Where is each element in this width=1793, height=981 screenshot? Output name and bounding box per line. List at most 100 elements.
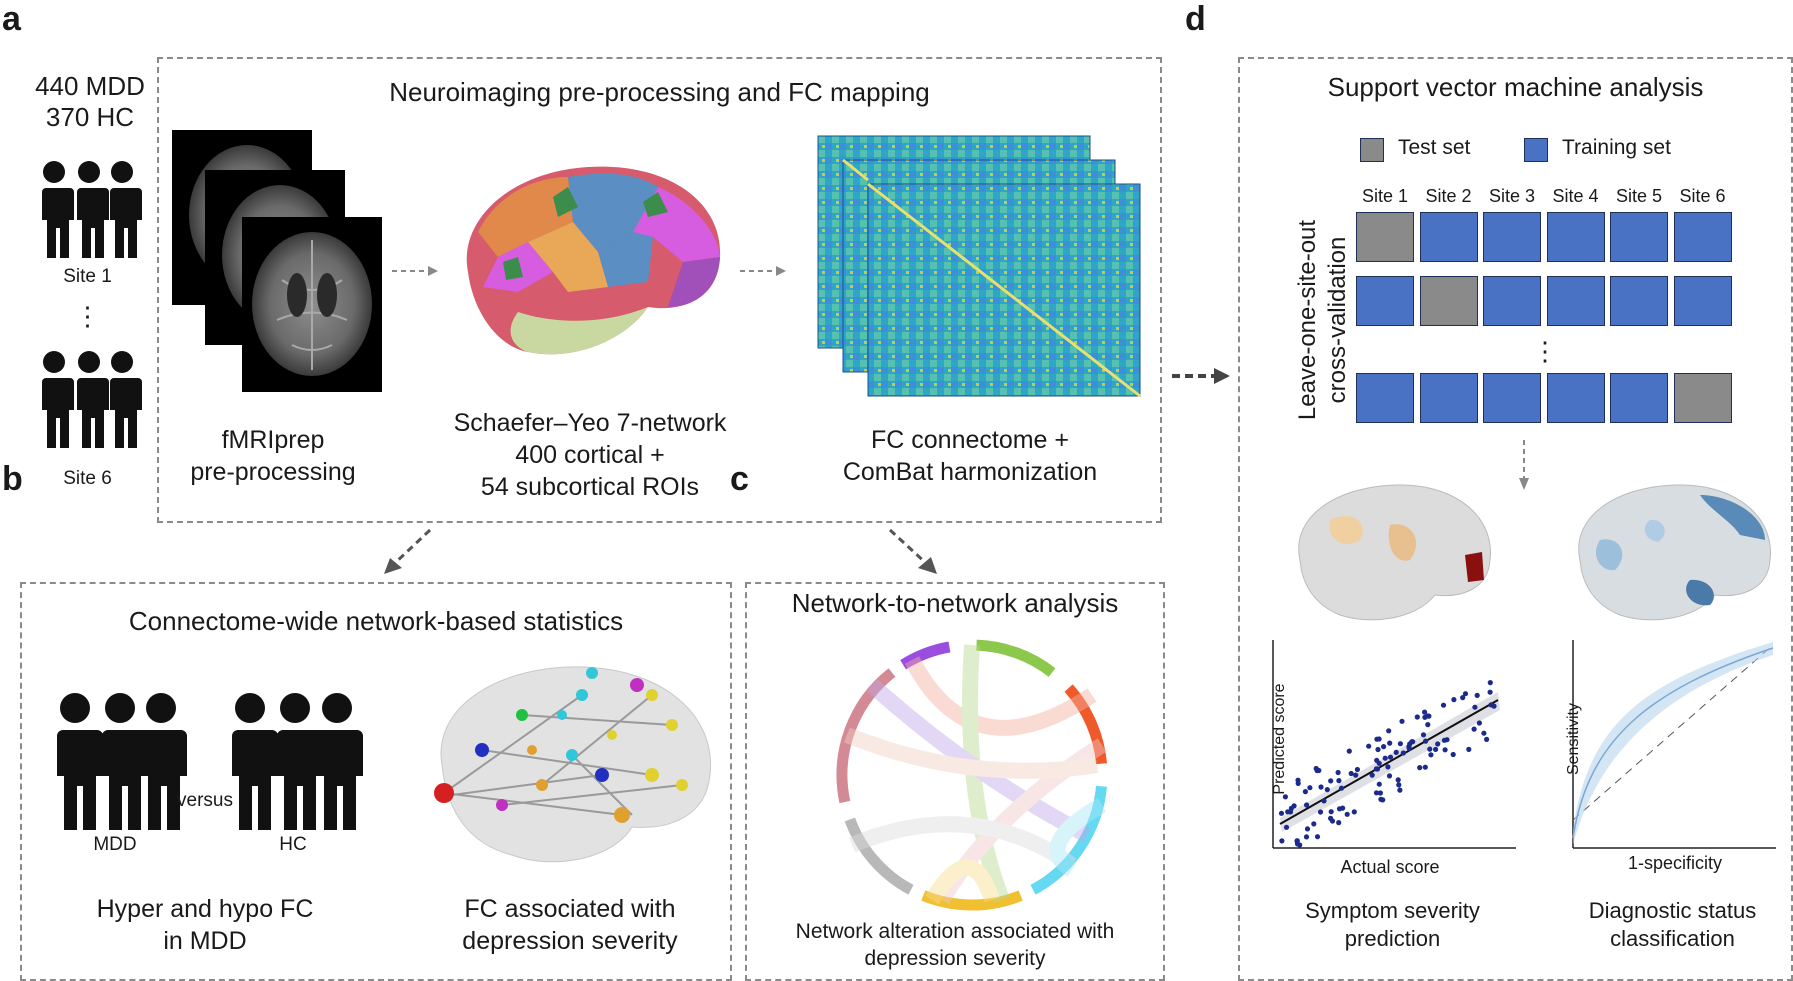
network-brain-image <box>434 666 712 863</box>
site-first-label: Site 1 <box>63 266 112 287</box>
scatter-point <box>1374 757 1380 763</box>
scatter-point <box>1423 738 1429 744</box>
scatter-point <box>1385 764 1391 770</box>
roc-curve <box>1572 647 1774 839</box>
scatter-point <box>1375 746 1381 753</box>
panel-c-caption-line1: Network alteration associated with <box>795 920 1115 943</box>
panel-label-a: a <box>2 0 21 38</box>
panel-c-caption-line2: depression severity <box>864 947 1046 970</box>
test-set-cell <box>1419 276 1478 326</box>
legend-test-swatch <box>1360 138 1384 162</box>
training-set-cell <box>1483 373 1541 423</box>
training-set-cell <box>1419 373 1478 423</box>
scatter-point <box>1381 744 1387 750</box>
chord-arc-3 <box>1064 684 1107 765</box>
scatter-point <box>1328 815 1334 821</box>
cohort-mdd: 440 MDD <box>35 71 145 101</box>
panel-b-caption2-line2: depression severity <box>462 927 678 955</box>
chord-arc-6 <box>844 817 914 895</box>
scatter-point <box>1285 809 1291 815</box>
scatter-point <box>1338 785 1345 791</box>
training-set-cell <box>1356 373 1414 423</box>
scatter-point <box>1488 702 1494 708</box>
svm-brain-diagnosis <box>1578 484 1771 621</box>
site-last-label: Site 6 <box>63 468 112 489</box>
scatter-point <box>1314 834 1321 840</box>
scatter-xlabel: Actual score <box>1340 857 1440 877</box>
scatter-point <box>1409 739 1415 745</box>
panel-b-title: Connectome-wide network-based statistics <box>128 606 624 636</box>
chord-arc-7 <box>836 668 896 804</box>
chord-arc-2 <box>976 639 1056 677</box>
training-set-cell <box>1546 212 1605 262</box>
scatter-point <box>1387 754 1394 760</box>
training-set-cell <box>1483 212 1541 262</box>
scatter-point <box>1422 709 1428 715</box>
cv-row-ellipsis: ⋮ <box>1532 336 1558 366</box>
scatter-point <box>1487 689 1493 695</box>
site-header-2: Site 2 <box>1425 186 1472 206</box>
step3-line1: FC connectome + <box>870 426 1069 454</box>
panel-b-caption1-line2: in MDD <box>163 927 247 955</box>
scatter-point <box>1336 778 1342 784</box>
svm-brain-severity <box>1298 484 1491 621</box>
scatter-point <box>1435 741 1441 747</box>
scatter-point <box>1422 764 1428 770</box>
chord-arc-1 <box>900 641 951 670</box>
scatter-point <box>1302 789 1308 795</box>
training-set-cell <box>1610 212 1668 262</box>
scatter-point <box>1474 692 1480 698</box>
arrow-a1 <box>392 266 438 276</box>
group-mdd-label: MDD <box>93 834 137 855</box>
cv-label-line1: Leave-one-site-out <box>1294 219 1321 421</box>
panel-d-caption2-line2: classification <box>1610 926 1735 951</box>
scatter-point <box>1428 752 1434 758</box>
training-set-cell <box>1610 373 1668 423</box>
scatter-point <box>1450 751 1456 758</box>
scatter-point <box>1422 714 1428 720</box>
scatter-point <box>1397 787 1403 793</box>
panel-a-box <box>157 57 1162 523</box>
roc-xlabel: 1-specificity <box>1627 853 1723 873</box>
scatter-point <box>1351 809 1357 815</box>
scatter-point <box>1380 797 1386 803</box>
roc-curve-plot <box>1572 640 1776 849</box>
panel-d-title: Support vector machine analysis <box>1327 72 1704 102</box>
training-set-cell <box>1610 276 1668 326</box>
scatter-point <box>1374 736 1380 742</box>
roc-chance-line <box>1572 644 1774 821</box>
arrow-a2 <box>740 266 786 276</box>
training-set-cell <box>1419 212 1478 262</box>
training-set-cell <box>1546 276 1605 326</box>
test-set-cell <box>1356 212 1414 262</box>
training-set-cell <box>1356 276 1414 326</box>
scatter-point <box>1376 781 1382 787</box>
scatter-point <box>1348 770 1354 777</box>
scatter-point <box>1317 809 1324 815</box>
panel-label-c: c <box>730 460 749 498</box>
scatter-point <box>1304 826 1311 832</box>
roc-ylabel: Sensitivity <box>1565 702 1582 776</box>
arrow-d-down <box>1519 440 1529 490</box>
scatter-point <box>1382 755 1388 761</box>
scatter-point <box>1278 810 1285 816</box>
scatter-point <box>1283 824 1290 830</box>
scatter-point <box>1279 838 1285 844</box>
scatter-point <box>1303 834 1310 840</box>
scatter-point <box>1440 702 1447 708</box>
step2-line1: Schaefer–Yeo 7-network <box>453 409 727 437</box>
scatter-point <box>1441 737 1447 743</box>
panel-c-title: Network-to-network analysis <box>791 588 1119 618</box>
cohort-hc: 370 HC <box>45 102 135 132</box>
scatter-point <box>1304 802 1310 808</box>
scatter-point <box>1321 798 1327 804</box>
scatter-point <box>1353 772 1359 778</box>
scatter-point <box>1386 773 1393 779</box>
scatter-point <box>1406 745 1412 751</box>
scatter-point <box>1344 811 1350 817</box>
group-hc-label: HC <box>279 834 307 855</box>
panel-b-caption2-line1: FC associated with <box>464 895 676 923</box>
panel-d-caption1-line1: Symptom severity <box>1305 898 1480 923</box>
scatter-point <box>1313 765 1319 772</box>
panel-label-d: d <box>1185 0 1206 38</box>
